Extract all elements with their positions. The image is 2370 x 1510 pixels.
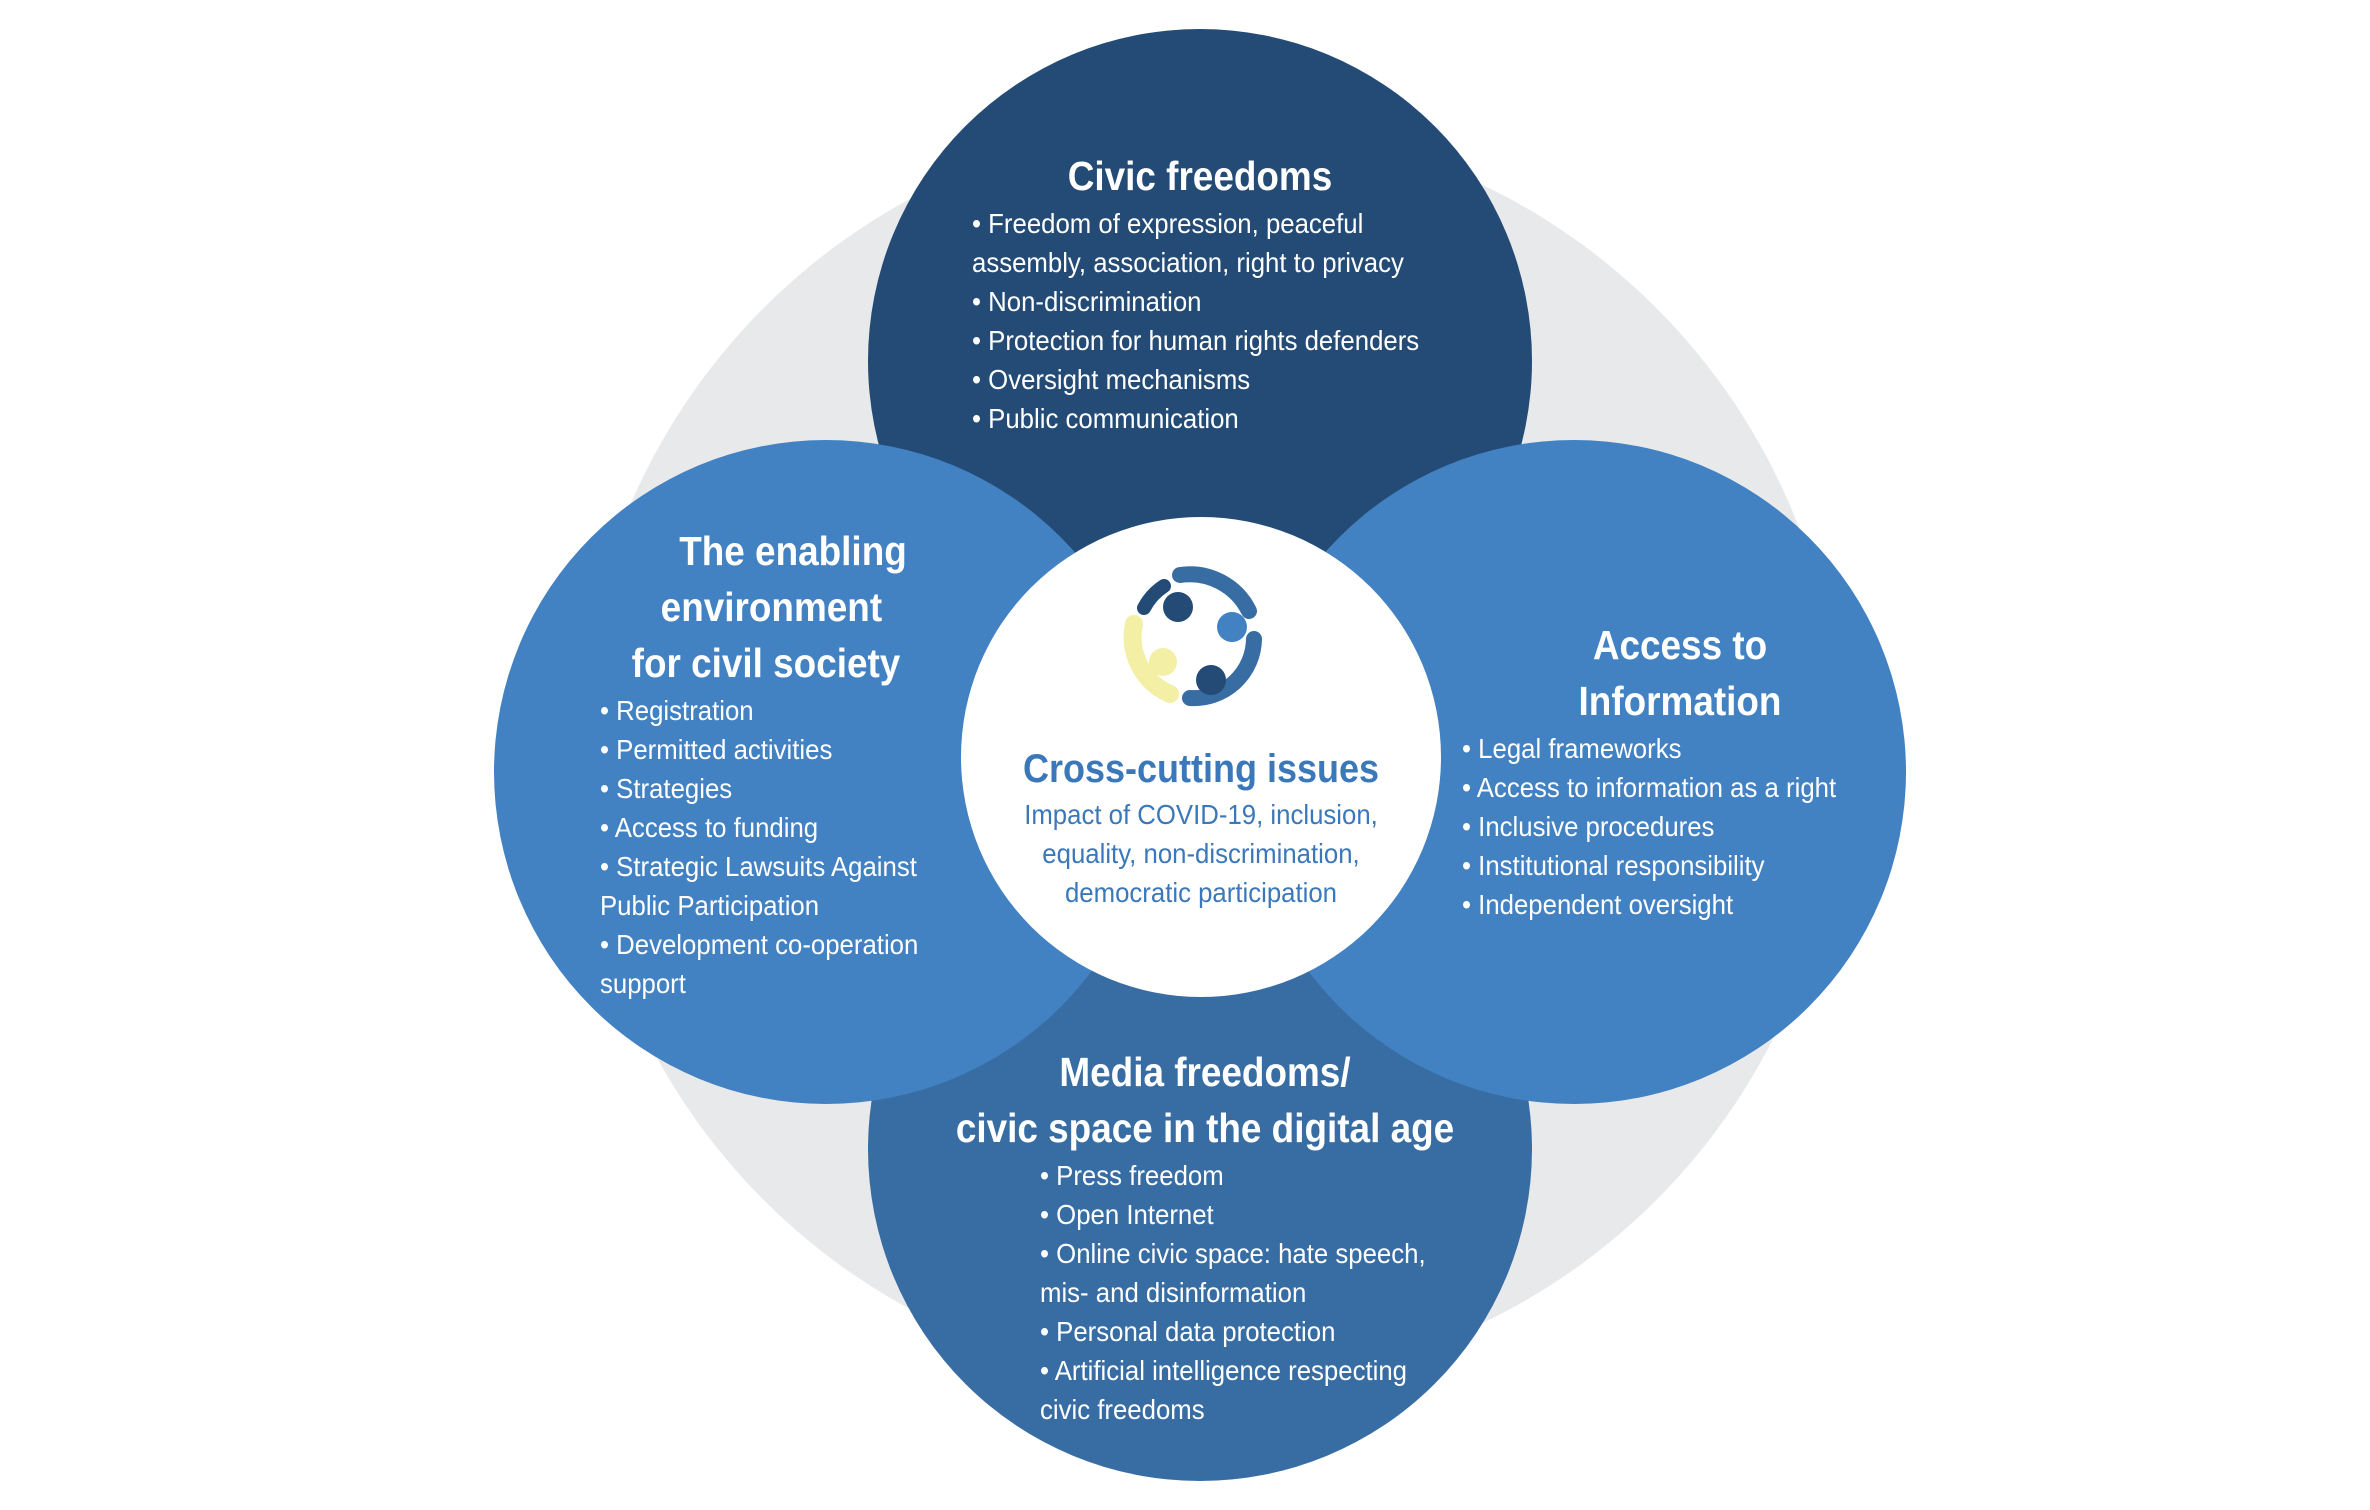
civic-freedoms-block: Civic freedoms • Freedom of expression, … (960, 148, 1440, 438)
list-item: • Institutional responsibility (1462, 850, 1765, 881)
list-item: • Strategies (600, 773, 733, 804)
list-item: mis- and disinformation (1040, 1277, 1307, 1308)
media-freedoms-block: Media freedoms/ civic space in the digit… (905, 1044, 1505, 1429)
title-line: The enabling (679, 528, 907, 574)
title-line: for civil society (631, 640, 901, 686)
access-to-information-list: • Legal frameworks • Access to informati… (1462, 729, 1836, 924)
civic-freedoms-title: Civic freedoms (1067, 153, 1333, 199)
enabling-environment-block: The enabling environment for civil socie… (560, 523, 990, 1003)
cross-cutting-circle (961, 517, 1441, 997)
list-item: • Online civic space: hate speech, (1040, 1238, 1426, 1269)
list-item: • Freedom of expression, peaceful (972, 208, 1364, 239)
enabling-environment-list: • Registration • Permitted activities • … (600, 691, 959, 1003)
media-freedoms-title: Media freedoms/ civic space in the digit… (935, 1044, 1475, 1156)
list-item: • Legal frameworks (1462, 733, 1682, 764)
list-item: • Personal data protection (1040, 1316, 1336, 1347)
list-item: • Protection for human rights defenders (972, 325, 1420, 356)
list-item: • Independent oversight (1462, 889, 1734, 920)
title-line: Information (1578, 678, 1782, 724)
list-item: • Public communication (972, 403, 1239, 434)
people-circle-logo-icon (1123, 566, 1262, 707)
list-item: • Development co-operation (600, 929, 919, 960)
cross-cutting-line: Impact of COVID-19, inclusion, (1024, 799, 1378, 830)
list-item: • Registration (600, 695, 754, 726)
civic-freedoms-list: • Freedom of expression, peaceful assemb… (972, 204, 1420, 438)
list-item: Public Participation (600, 890, 820, 921)
list-item: • Artificial intelligence respecting (1040, 1355, 1407, 1386)
title-line: Media freedoms/ (1059, 1049, 1351, 1095)
list-item: • Oversight mechanisms (972, 364, 1251, 395)
media-freedoms-list: • Press freedom • Open Internet • Online… (1040, 1156, 1468, 1429)
access-to-information-block: Access to Information (1470, 617, 1890, 729)
cross-cutting-line: democratic participation (1064, 877, 1338, 908)
title-line: Access to (1592, 622, 1768, 668)
cross-cutting-title: Cross-cutting issues (1022, 747, 1380, 791)
list-item: • Access to funding (600, 812, 819, 843)
title-line: civic space in the digital age (955, 1105, 1455, 1151)
list-item: civic freedoms (1040, 1394, 1205, 1425)
list-item: • Permitted activities (600, 734, 833, 765)
list-item: assembly, association, right to privacy (972, 247, 1404, 278)
list-item: • Press freedom (1040, 1160, 1224, 1191)
list-item: • Strategic Lawsuits Against (600, 851, 917, 882)
cross-cutting-line: equality, non-discrimination, (1042, 838, 1360, 869)
list-item: • Access to information as a right (1462, 772, 1837, 803)
cross-cutting-block: Cross-cutting issues Impact of COVID-19,… (961, 743, 1441, 912)
list-item: • Inclusive procedures (1462, 811, 1715, 842)
list-item: support (600, 968, 686, 999)
list-item: • Open Internet (1040, 1199, 1214, 1230)
list-item: • Non-discrimination (972, 286, 1202, 317)
access-to-information-title: Access to Information (1491, 617, 1869, 729)
title-line: environment (660, 584, 883, 630)
enabling-environment-title: The enabling environment for civil socie… (582, 523, 969, 691)
